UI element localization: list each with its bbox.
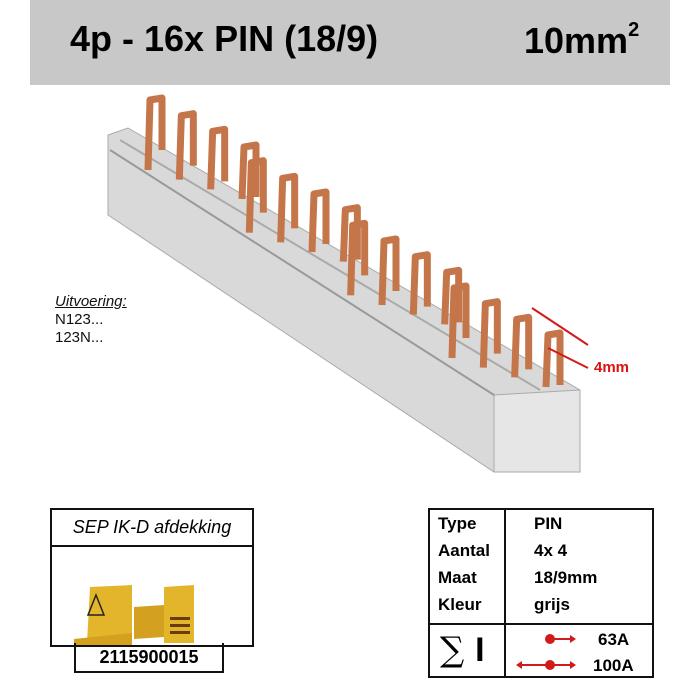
copper-pin [542,329,564,388]
cover-image [74,585,194,651]
copper-pin [441,266,463,325]
variants: Uitvoering: N123... 123N... [55,293,127,347]
spec-label: Aantal [438,541,490,560]
copper-pin [308,188,330,253]
variants-label: Uitvoering: [55,293,127,310]
spec-label: Type [438,514,477,533]
feed-icons [516,634,576,670]
spec-value: 4x 4 [534,541,568,560]
copper-pin [339,204,361,262]
copper-pin [144,94,166,171]
cover-box: SEP IK-D afdekking [50,508,254,651]
rating-end-feed: 63A [598,630,630,649]
dimension-label: 4mm [594,359,630,376]
rating-center-feed: 100A [593,656,634,675]
spec-value: PIN [534,514,563,533]
copper-pin [277,172,299,243]
variant-item: N123... [55,311,104,328]
spec-table: Type PIN Aantal 4x 4 Maat 18/9mm Kleur g… [428,508,654,678]
spec-value: 18/9mm [534,568,598,587]
spec-value: grijs [534,595,570,614]
spec-label: Kleur [438,595,482,614]
dimension-line-top [531,307,589,346]
cross-section-value: 10mm [524,20,629,61]
busbar-end-face [493,389,581,473]
copper-pin [347,219,369,296]
cross-section-exponent: 2 [628,19,640,41]
copper-pin [207,125,229,190]
article-number: 2115900015 [74,643,224,673]
cover-title: SEP IK-D afdekking [52,510,252,547]
cross-section: 10mm2 [524,19,640,62]
dimension-line-bottom [547,347,589,369]
center-feed-arrow-icon [516,660,576,670]
warning-icon [86,592,106,616]
copper-pin [175,110,197,180]
header-band [30,0,670,85]
spec-label: Maat [438,568,477,587]
variant-item: 123N... [55,329,104,346]
current-symbol: ∑ I [440,630,485,670]
copper-pin [378,235,400,306]
copper-pin [511,313,533,378]
busbar-image [107,94,589,473]
copper-pin [245,157,267,233]
product-title: 4p - 16x PIN (18/9) [70,18,379,59]
end-feed-arrow-icon [545,634,576,644]
copper-pin [479,298,501,368]
copper-pin [409,251,431,315]
copper-pin [238,141,260,200]
copper-pin [448,282,470,359]
